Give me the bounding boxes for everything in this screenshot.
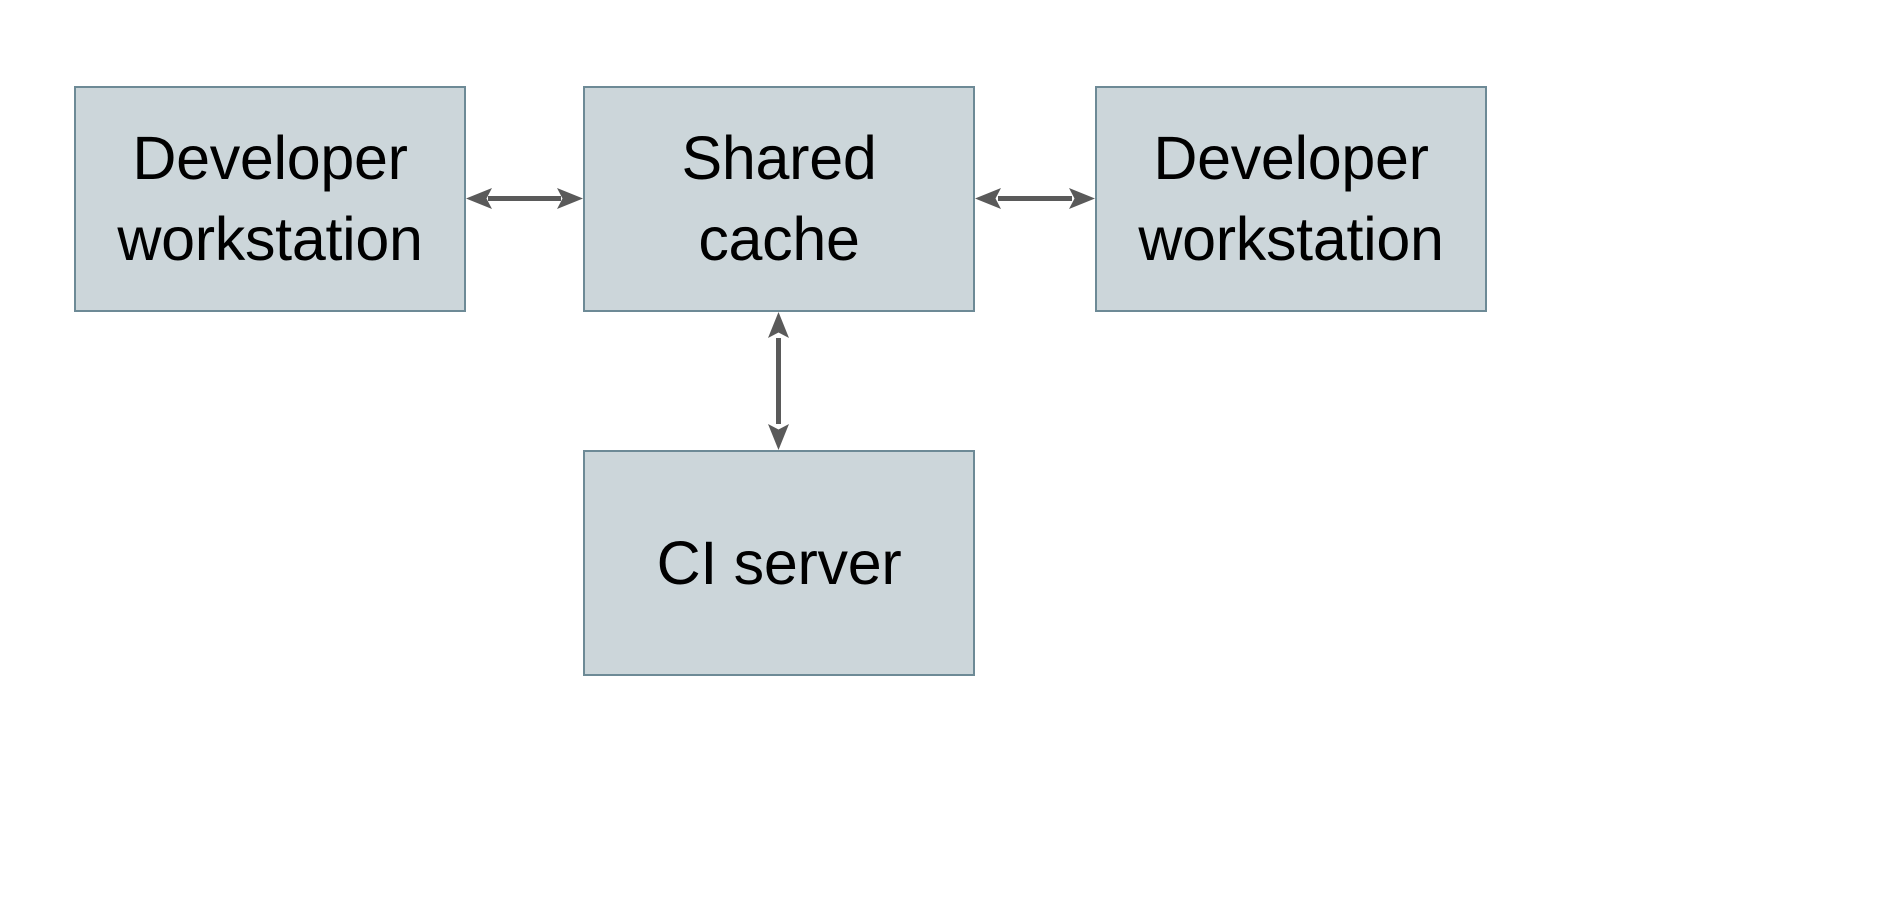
connector-shared-cache-to-right-workstation[interactable] bbox=[975, 175, 1095, 223]
double-arrow-icon bbox=[466, 188, 583, 209]
connector-left-workstation-to-shared-cache[interactable] bbox=[466, 175, 583, 223]
connector-shared-cache-to-ci-server[interactable] bbox=[755, 312, 803, 450]
double-arrow-icon bbox=[975, 188, 1095, 209]
node-label: Developer workstation bbox=[117, 124, 423, 273]
double-arrow-icon bbox=[768, 312, 789, 450]
node-ci-server[interactable]: CI server bbox=[583, 450, 975, 676]
node-label: CI server bbox=[656, 528, 902, 597]
node-developer-workstation-left[interactable]: Developer workstation bbox=[74, 86, 466, 312]
node-shared-cache[interactable]: Shared cache bbox=[583, 86, 975, 312]
node-label: Shared cache bbox=[681, 124, 877, 273]
node-developer-workstation-right[interactable]: Developer workstation bbox=[1095, 86, 1487, 312]
node-label: Developer workstation bbox=[1138, 124, 1444, 273]
